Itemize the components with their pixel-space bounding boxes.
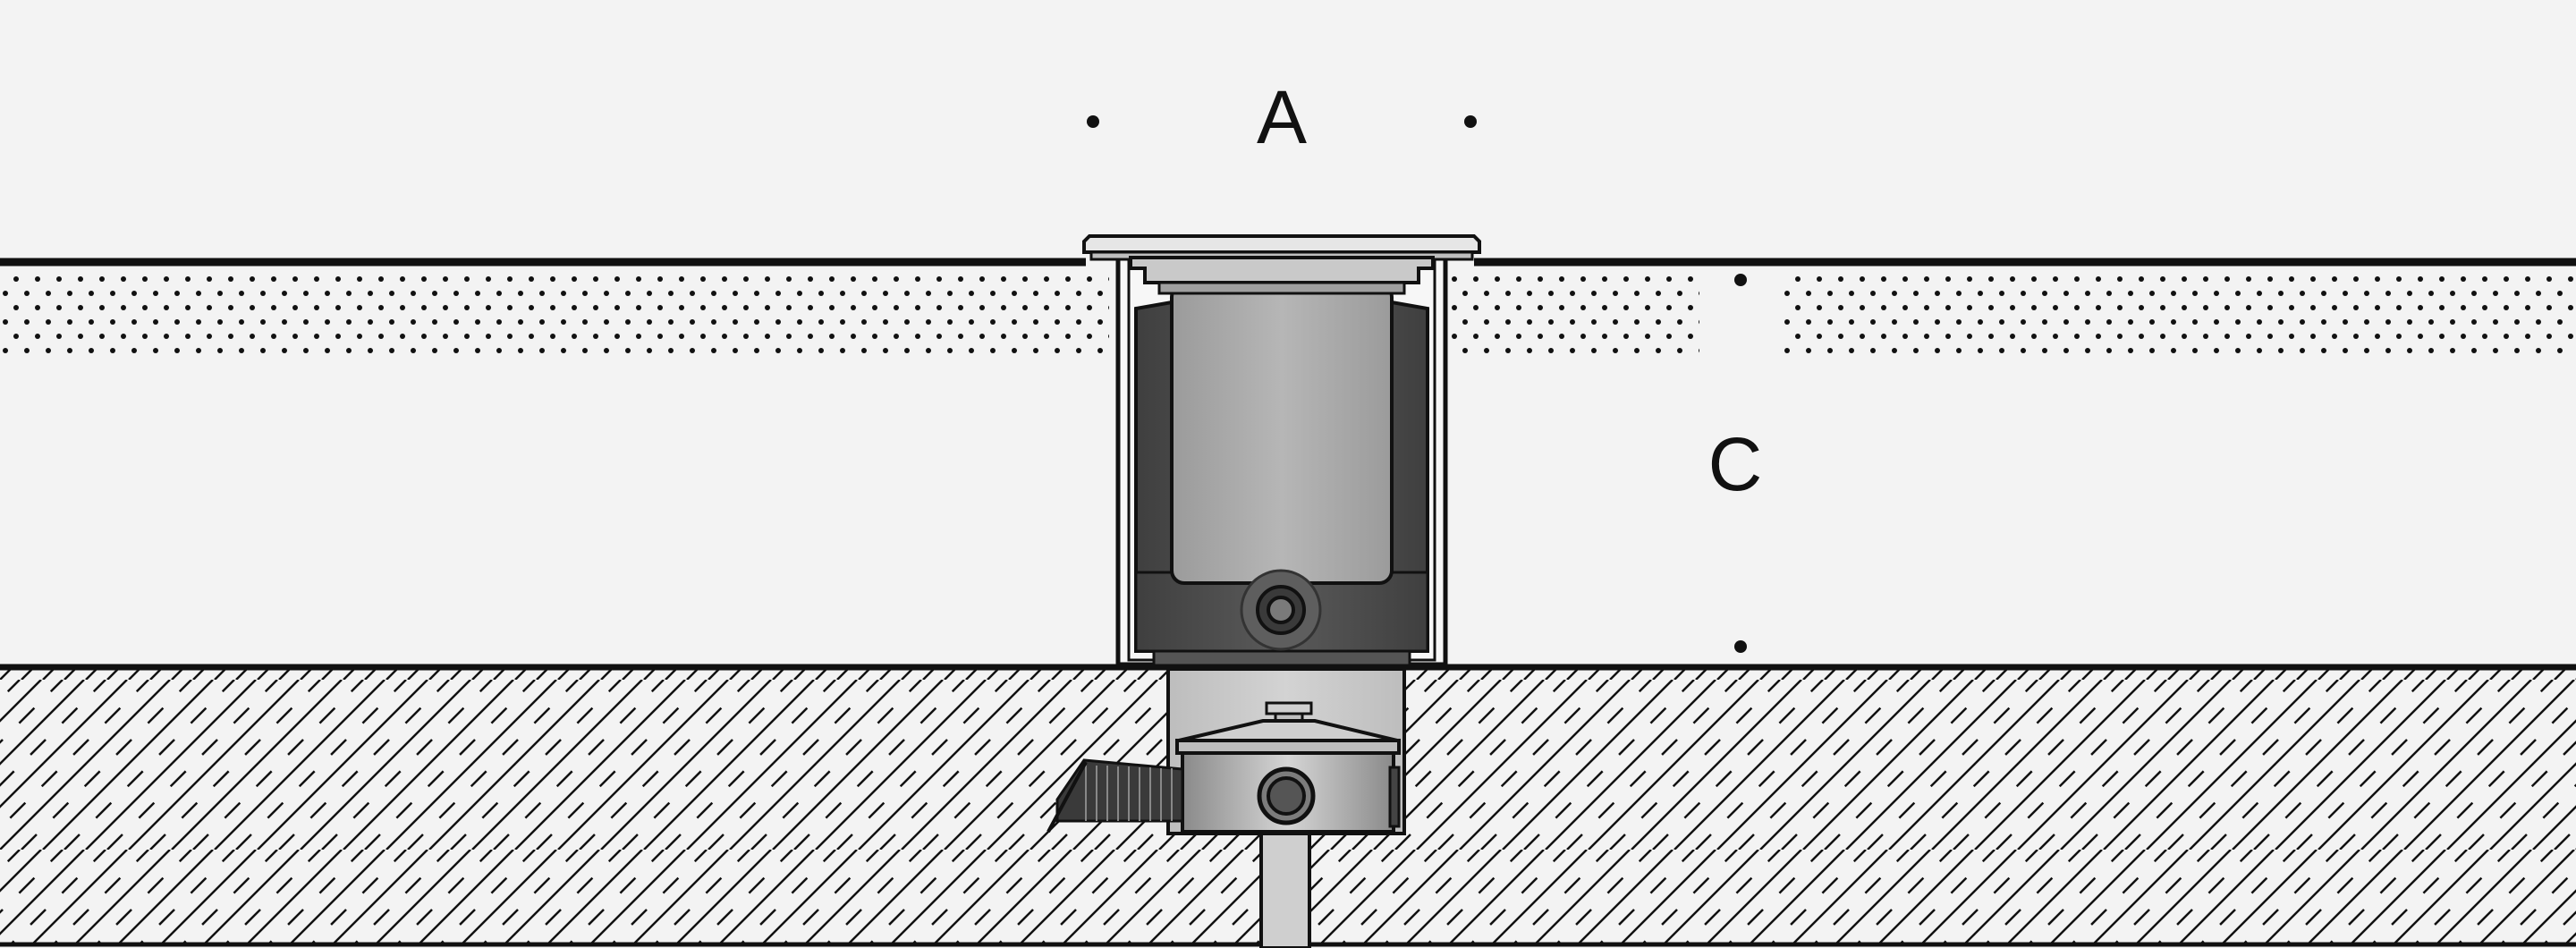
dimension-a-label: A (1257, 75, 1307, 159)
dimension-a-left-point (1087, 115, 1099, 128)
fixing-screw (1240, 569, 1322, 651)
dimension-a-right-point (1464, 115, 1477, 128)
glass-cover (1129, 256, 1435, 284)
dimension-a: A (1087, 75, 1477, 159)
flexible-conduit (1046, 758, 1184, 833)
light-module (1170, 283, 1394, 585)
paving-top-layer (0, 258, 2576, 358)
dimension-c-bottom-point (1734, 640, 1747, 653)
drainage-pipe (1259, 832, 1311, 948)
dimension-c-label: C (1708, 422, 1763, 506)
dimension-c: C (1708, 274, 1763, 653)
inground-light-fixture (1046, 234, 1481, 948)
dimension-c-top-point (1734, 274, 1747, 286)
top-trim-ring (1082, 234, 1481, 254)
